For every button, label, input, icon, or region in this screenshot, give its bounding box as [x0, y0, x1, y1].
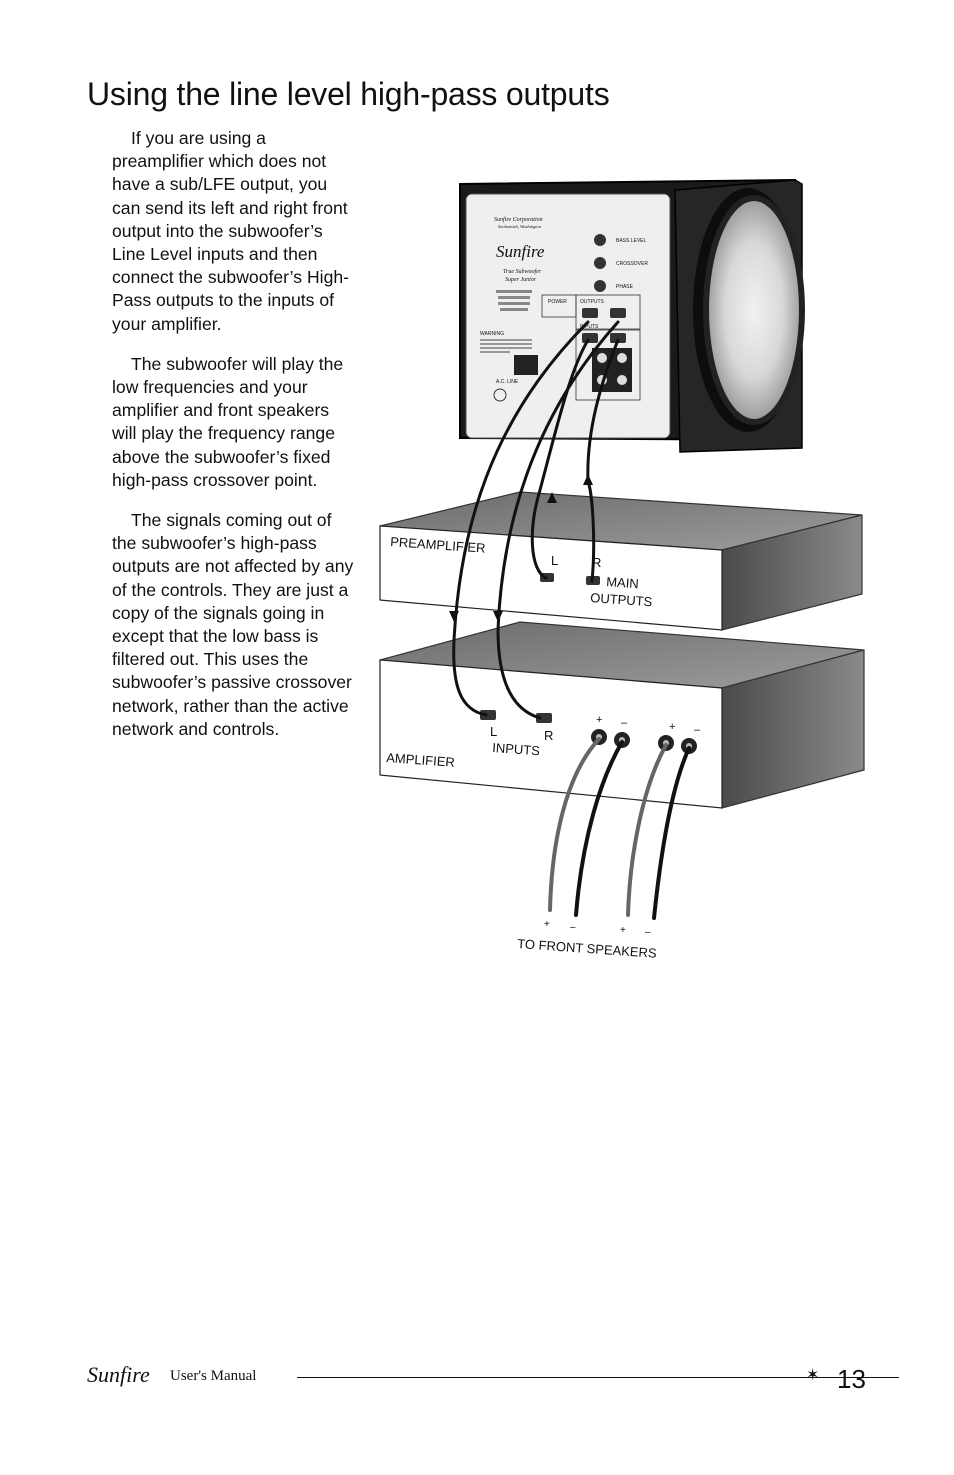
subwoofer: Sunfire Corporation Snohomish, Washingto… — [459, 178, 805, 453]
preamp-r-label: R — [592, 555, 601, 570]
footer-rule — [297, 1377, 899, 1378]
star-icon: ✶ — [806, 1365, 820, 1384]
amp-jack-r[interactable] — [536, 713, 552, 723]
output-jack-l[interactable] — [582, 308, 598, 318]
amp-minus-2: – — [694, 724, 701, 736]
amp-plus-2: + — [669, 721, 675, 733]
crossover-knob[interactable] — [594, 257, 606, 269]
amp-minus-1: – — [621, 717, 628, 729]
amp-l-label: L — [490, 724, 497, 739]
inputs-label: INPUTS — [492, 740, 541, 758]
amp-plus-1: + — [596, 714, 602, 726]
panel-outputs: OUTPUTS — [580, 299, 605, 305]
panel-model-2: Super Junior — [505, 277, 537, 283]
rear-panel — [465, 193, 671, 439]
paragraph-3: The signals coming out of the subwoofer’… — [112, 510, 354, 739]
fuse-holder — [493, 388, 507, 402]
bass-level-knob[interactable] — [594, 234, 606, 246]
output-jack-r[interactable] — [610, 308, 626, 318]
main-outputs-line2: OUTPUTS — [590, 590, 653, 609]
footer-brand: Sunfire — [87, 1362, 150, 1387]
signal-arrows — [449, 474, 593, 622]
panel-brand: Sunfire — [496, 242, 545, 261]
footer-manual: User's Manual — [170, 1368, 257, 1384]
amp-label: AMPLIFIER — [386, 750, 456, 770]
preamplifier: PREAMPLIFIER L R MAIN OUTPUTS — [379, 491, 863, 631]
panel-phase: PHASE — [616, 284, 634, 290]
speaker-plus-1: + — [544, 919, 550, 930]
front-speakers-label: TO FRONT SPEAKERS — [517, 936, 658, 961]
ac-inlet — [514, 355, 538, 375]
preamp-label: PREAMPLIFIER — [390, 534, 486, 556]
panel-company: Sunfire Corporation — [494, 216, 543, 223]
panel-power: POWER — [548, 299, 567, 305]
paragraph-2: The subwoofer will play the low frequenc… — [112, 353, 344, 490]
woofer-cone — [703, 195, 805, 425]
amplifier: AMPLIFIER L R INPUTS + – + – — [379, 621, 865, 809]
preamp-l-label: L — [551, 553, 558, 568]
panel-ac-line: A.C. LINE — [496, 379, 519, 385]
body-text: If you are using a preamplifier which do… — [112, 127, 356, 758]
speaker-plus-2: + — [620, 925, 626, 936]
amp-r-label: R — [544, 728, 553, 743]
main-outputs-line1: MAIN — [606, 574, 639, 591]
footer: Sunfire User's Manual ✶ 13 — [87, 1362, 899, 1394]
speaker-minus-2: – — [645, 927, 651, 938]
paragraph-1: If you are using a preamplifier which do… — [112, 128, 350, 334]
panel-crossover: CROSSOVER — [616, 261, 648, 267]
amp-jack-l[interactable] — [480, 710, 496, 720]
input-jack-l[interactable] — [582, 333, 598, 343]
connection-diagram: Sunfire Corporation Snohomish, Washingto… — [370, 170, 910, 980]
input-jack-r[interactable] — [610, 333, 626, 343]
panel-inputs: INPUTS — [580, 324, 599, 330]
panel-model-1: True Subwoofer — [503, 268, 542, 275]
panel-bass-level: BASS LEVEL — [616, 238, 647, 244]
page-title: Using the line level high-pass outputs — [87, 76, 610, 112]
panel-location: Snohomish, Washington — [498, 224, 542, 230]
outputs-box — [575, 294, 641, 330]
panel-warning: WARNING — [480, 331, 504, 337]
phase-knob[interactable] — [594, 280, 606, 292]
speaker-wires — [548, 737, 691, 920]
speaker-minus-1: – — [570, 922, 576, 933]
diagram-svg: Sunfire Corporation Snohomish, Washingto… — [379, 178, 865, 961]
page-number: 13 — [837, 1364, 866, 1394]
